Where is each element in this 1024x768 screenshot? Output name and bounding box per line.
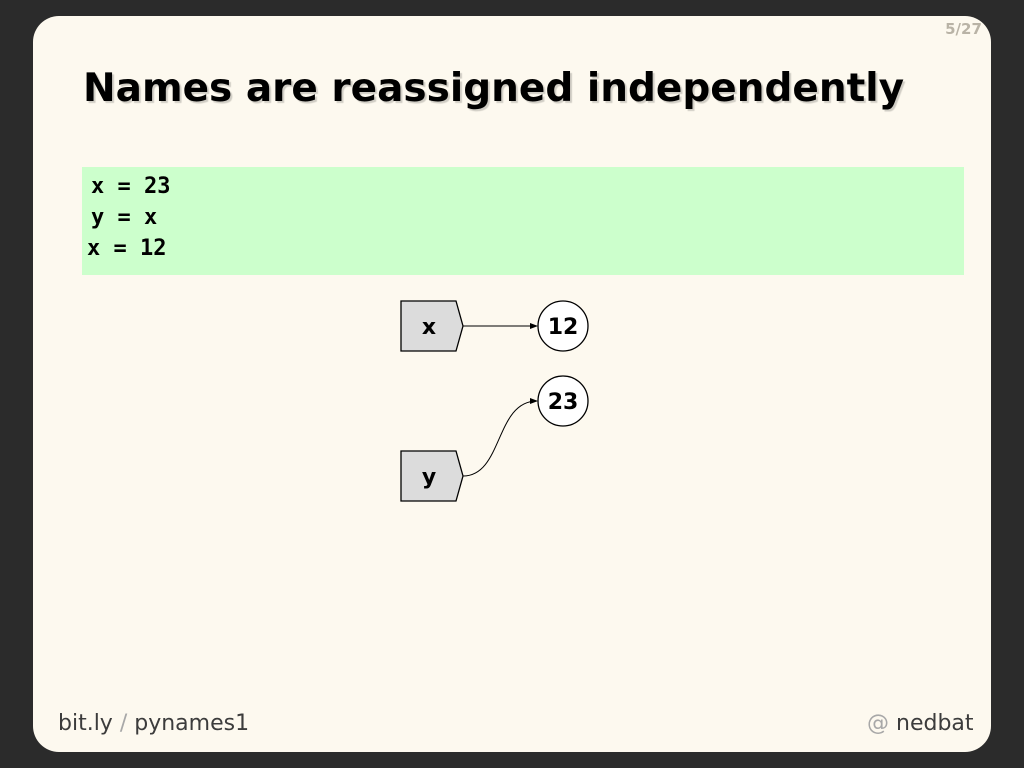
code-line-3: x = 12: [87, 236, 167, 261]
names-values-diagram: x 12 23 y: [400, 300, 589, 502]
value-12-label: 12: [548, 315, 579, 340]
value-23-label: 23: [548, 390, 579, 415]
footer-link-host: bit.ly: [58, 711, 113, 736]
arrow-y-to-23: [462, 398, 538, 477]
footer-link-separator: /: [119, 711, 128, 736]
name-x-label: x: [422, 315, 436, 340]
name-y-box: [400, 450, 464, 502]
name-x-node: x: [400, 300, 464, 352]
footer-at-sign: @: [867, 711, 889, 736]
footer-link[interactable]: bit.ly / pynames1: [58, 711, 249, 736]
value-12-node: 12: [537, 300, 589, 352]
value-23-node: 23: [537, 375, 589, 427]
page-counter: 5/27: [945, 20, 982, 38]
slide-title: Names are reassigned independently: [83, 66, 905, 111]
footer-handle-name: nedbat: [896, 711, 974, 736]
name-y-node: y: [400, 450, 464, 502]
value-23-circle: [537, 375, 589, 427]
code-line-1: x = 23: [91, 174, 171, 199]
code-line-2: y = x: [91, 205, 158, 230]
code-block: x = 23 y = x x = 12: [82, 167, 964, 275]
slide: 5/27 Names are reassigned independently …: [33, 16, 991, 752]
name-x-box: [400, 300, 464, 352]
value-12-circle: [537, 300, 589, 352]
footer-link-path: pynames1: [134, 711, 250, 736]
name-y-label: y: [422, 465, 436, 490]
footer-handle[interactable]: @ nedbat: [867, 711, 974, 736]
